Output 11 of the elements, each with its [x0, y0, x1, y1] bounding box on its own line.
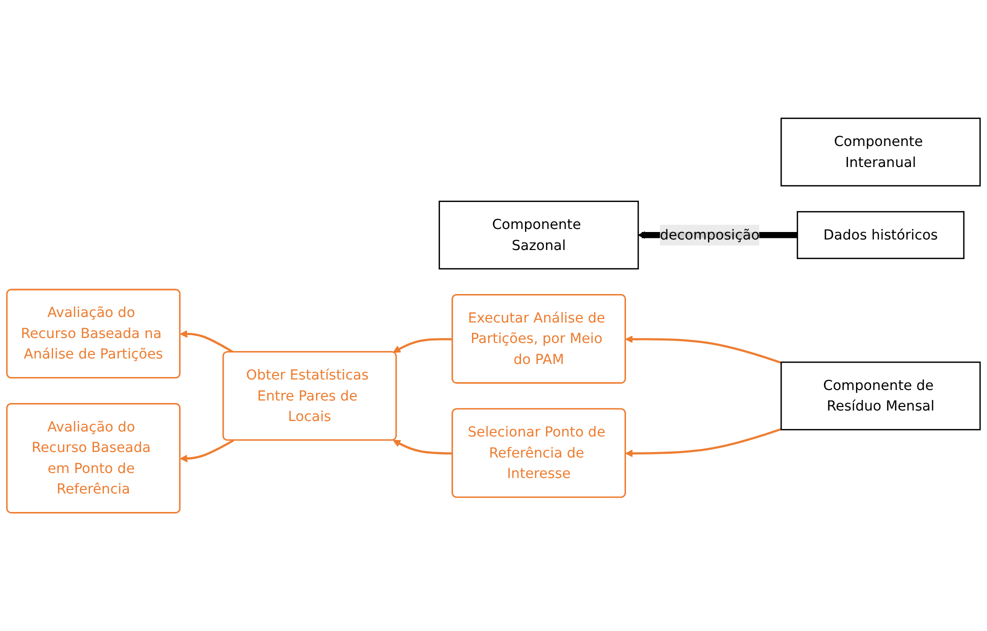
- arrow: [392, 440, 453, 455]
- edge-label: decomposição: [660, 226, 760, 243]
- arrow: [180, 330, 234, 354]
- node-box: Componente Sazonal: [438, 200, 639, 270]
- arrow: [625, 335, 782, 364]
- arrow: [625, 428, 782, 458]
- node-box: Componente de Resíduo Mensal: [780, 362, 981, 430]
- node-box: Componente Interanual: [780, 118, 981, 186]
- node-box: Dados históricos: [796, 211, 964, 260]
- arrow: [180, 440, 234, 462]
- arrow: [392, 338, 453, 353]
